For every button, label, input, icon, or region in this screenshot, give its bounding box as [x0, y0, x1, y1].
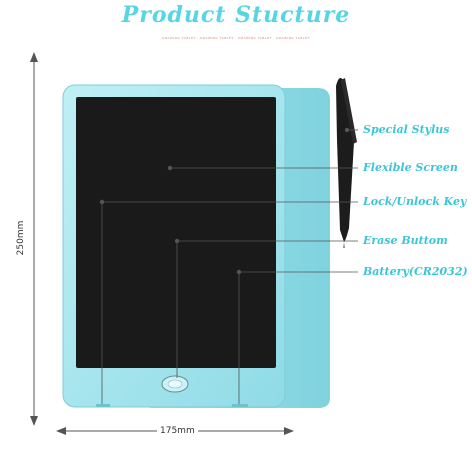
callout-lines: [99, 127, 358, 404]
page-title: Product Stucture: [121, 2, 351, 28]
battery-compartment: [232, 404, 248, 407]
callout-flexible-screen: Flexible Screen: [363, 161, 458, 174]
height-dimension-label: 250mm: [16, 220, 26, 256]
callout-erase-button: Erase Buttom: [363, 234, 448, 247]
flexible-screen: [76, 97, 276, 368]
lock-unlock-key: [96, 404, 110, 407]
callout-battery: Battery(CR2032): [363, 265, 468, 278]
height-dimension-line: [30, 52, 38, 426]
width-dimension-label: 175mm: [157, 426, 198, 436]
page-subtitle: DRAWING TABLET · DRAWING TABLET · DRAWIN…: [162, 36, 310, 40]
stylus-pen: [336, 78, 357, 248]
callout-lock-unlock-key: Lock/Unlock Key: [363, 195, 467, 208]
callout-special-stylus: Special Stylus: [363, 123, 450, 136]
